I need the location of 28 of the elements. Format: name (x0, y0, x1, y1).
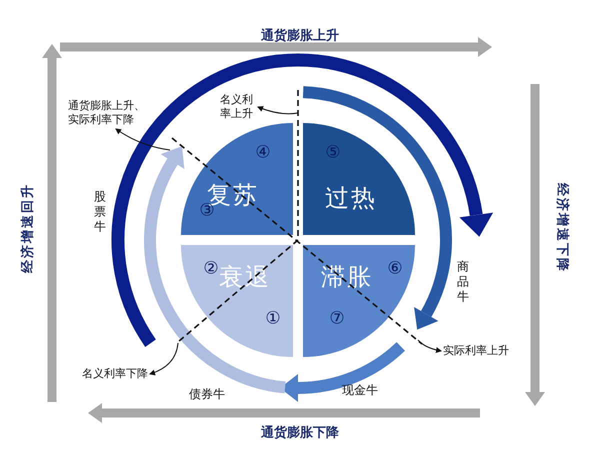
phase-label: 滞胀 (321, 265, 373, 289)
leader-line (257, 106, 298, 114)
circled-number: ④ (255, 144, 271, 162)
annotation-text: 名义利率上升 (220, 93, 256, 121)
phase-label: 过热 (325, 186, 377, 210)
quadrant-shape (303, 245, 415, 357)
circled-number: ⑥ (387, 260, 403, 278)
annotation-text: 实际利率上升 (443, 344, 509, 358)
leader-line (149, 342, 178, 376)
leader-line (115, 128, 170, 150)
annotation-text: 通货膨胀上升、实际利率下降 (68, 99, 148, 127)
annotation-text: 名义利率下降 (82, 367, 148, 381)
arc-label: 债券牛 (189, 388, 225, 400)
quadrant-shape (181, 245, 293, 357)
leader-line (418, 340, 442, 353)
circled-number: ⑦ (329, 310, 345, 328)
quadrant-shape (181, 123, 293, 235)
axis-label: 经济增速下降 (556, 183, 568, 273)
circled-number: ① (265, 310, 281, 328)
arc-label: 商品牛 (457, 260, 469, 304)
axis-label: 通货膨胀上升 (261, 30, 339, 42)
phase-label: 衰退 (219, 265, 271, 289)
arc-label: 现金牛 (342, 384, 378, 396)
axis-label: 通货膨胀下降 (261, 426, 339, 440)
quadrant-shape (303, 123, 415, 235)
axis-label: 经济增速回升 (22, 183, 34, 273)
arc-label: 股票牛 (94, 190, 106, 234)
circled-number: ② (203, 260, 219, 278)
